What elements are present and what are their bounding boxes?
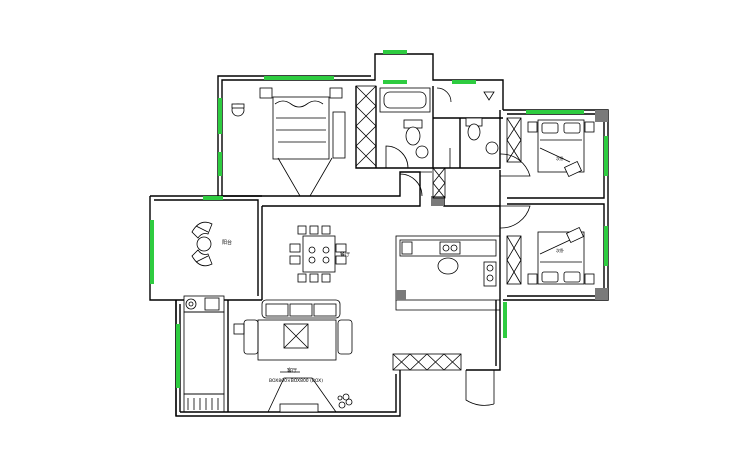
laundry-area <box>183 295 225 413</box>
tv-cabinet <box>267 371 337 413</box>
toilet-icon <box>403 117 483 146</box>
second-bedroom-label: 次卧 <box>556 155 564 161</box>
kitchen-counter <box>399 239 497 287</box>
sofa <box>233 299 353 361</box>
dining-table <box>289 225 347 283</box>
windows <box>150 50 608 388</box>
balcony-lounge <box>191 221 213 267</box>
dining-label: 餐厅 <box>340 251 350 258</box>
sink-icon <box>415 87 499 159</box>
plant-icon <box>337 393 353 409</box>
master-bed <box>259 87 346 197</box>
tv-wall-note: BOX800×BOX800 (BOX) <box>269 378 323 384</box>
bed-3 <box>527 226 595 285</box>
third-bedroom-label: 次卧 <box>556 247 564 253</box>
bed-2 <box>527 119 595 178</box>
living-room-label: 客厅 <box>287 367 297 374</box>
columns <box>396 110 608 300</box>
wardrobes <box>355 85 522 371</box>
balcony-label: 阳台 <box>222 239 232 246</box>
chair-icon <box>231 103 245 117</box>
doors <box>385 145 531 406</box>
bathtub <box>379 87 431 113</box>
room-labels: 阳台 餐厅 客厅 BOX800×BOX800 (BOX) 次卧 次卧 <box>222 155 564 384</box>
